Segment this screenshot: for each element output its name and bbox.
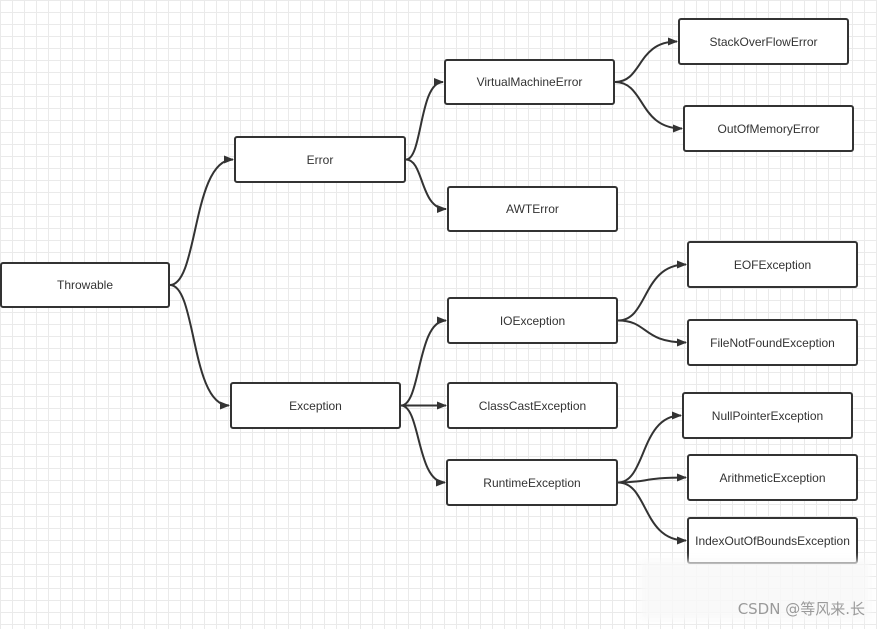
edge-io-exception-to-eof-exception — [617, 260, 687, 322]
edge-throwable-to-error — [169, 155, 234, 286]
node-error[interactable]: Error — [234, 136, 406, 183]
node-runtime-exception[interactable]: RuntimeException — [446, 459, 618, 506]
node-class-cast-exception[interactable]: ClassCastException — [447, 382, 618, 429]
edge-throwable-to-exception — [169, 284, 230, 410]
node-file-not-found-exception[interactable]: FileNotFoundException — [687, 319, 858, 366]
node-virtual-machine-error[interactable]: VirtualMachineError — [444, 59, 615, 105]
node-awt-error[interactable]: AWTError — [447, 186, 618, 232]
node-exception[interactable]: Exception — [230, 382, 401, 429]
edge-virtual-machine-error-to-stack-overflow-error — [614, 37, 678, 83]
node-eof-exception[interactable]: EOFException — [687, 241, 858, 288]
edge-runtime-exception-to-index-out-of-bounds-exception — [617, 481, 687, 545]
node-stack-overflow-error[interactable]: StackOverFlowError — [678, 18, 849, 65]
node-arithmetic-exception[interactable]: ArithmeticException — [687, 454, 858, 501]
watermark-blur — [640, 560, 870, 620]
edge-runtime-exception-to-null-pointer-exception — [617, 411, 682, 484]
node-io-exception[interactable]: IOException — [447, 297, 618, 344]
edge-error-to-awt-error — [405, 158, 447, 213]
edge-runtime-exception-to-arithmetic-exception — [617, 473, 687, 484]
node-null-pointer-exception[interactable]: NullPointerException — [682, 392, 853, 439]
node-out-of-memory-error[interactable]: OutOfMemoryError — [683, 105, 854, 152]
watermark: CSDN @等风来.长 — [737, 600, 865, 618]
edge-virtual-machine-error-to-out-of-memory-error — [614, 81, 683, 133]
edge-io-exception-to-file-not-found-exception — [617, 319, 687, 347]
edge-error-to-virtual-machine-error — [405, 78, 444, 161]
node-throwable[interactable]: Throwable — [0, 262, 170, 308]
edge-exception-to-runtime-exception — [400, 404, 446, 487]
edge-exception-to-io-exception — [400, 316, 447, 407]
node-index-out-of-bounds-exception[interactable]: IndexOutOfBoundsException — [687, 517, 858, 564]
